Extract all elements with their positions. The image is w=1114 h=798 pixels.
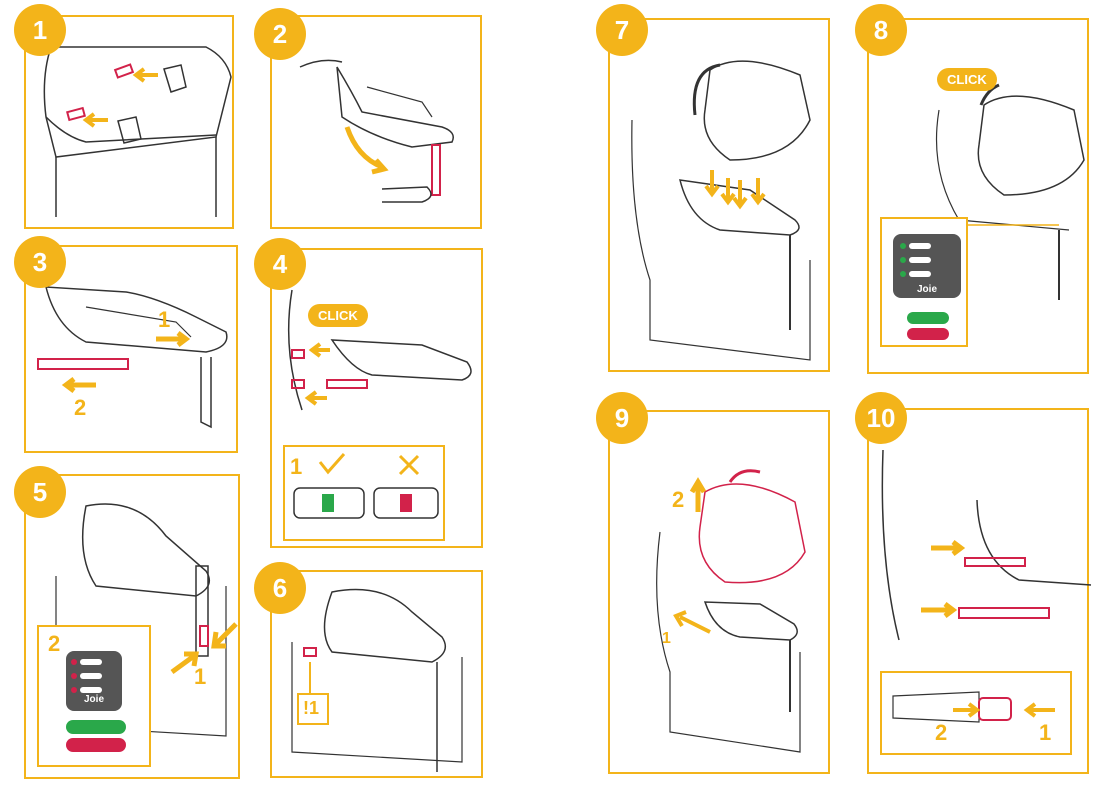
illustration-adjust-support-leg	[37, 503, 238, 767]
step-label-one: 1	[194, 664, 207, 689]
panel-step-4: CLICK 1	[270, 248, 483, 548]
illustration-carrier-locked	[880, 83, 1085, 347]
step-number-badge: 2	[254, 8, 306, 60]
warning-label: !1	[303, 698, 320, 718]
illustration-seat-isofix-guides	[43, 46, 232, 217]
step-label-two: 2	[74, 395, 87, 420]
step-number-badge: 1	[14, 4, 66, 56]
panel-step-2	[270, 15, 482, 229]
step-number: 3	[32, 246, 48, 277]
step-number-badge: 5	[14, 466, 66, 518]
detail-label-two: 2	[48, 631, 61, 656]
step-number: 6	[272, 572, 288, 603]
step-number: 5	[32, 476, 48, 507]
panel-step-3: 1 2	[24, 245, 238, 453]
step-number-badge: 9	[596, 392, 648, 444]
illustration-release-isofix-connectors	[37, 286, 228, 429]
step-number: 4	[272, 248, 288, 279]
brand-logo: Joie	[917, 284, 938, 295]
step-label-one: 1	[158, 307, 171, 332]
illustration-extend-support-leg	[299, 59, 454, 203]
panel-step-6: !1	[270, 570, 483, 778]
step-number-badge: 3	[14, 236, 66, 288]
step-number: 2	[272, 18, 288, 49]
detail-label-two: 2	[935, 720, 948, 745]
detail-label-one: 1	[1039, 720, 1052, 745]
panel-step-8: CLICK Joie	[867, 18, 1089, 374]
step-number-badge: 7	[596, 4, 648, 56]
step-number-badge: 6	[254, 562, 306, 614]
step-number: 1	[32, 14, 48, 45]
illustration-verify-installation	[291, 588, 463, 772]
panel-step-1	[24, 15, 234, 229]
step-number: 7	[614, 14, 630, 45]
illustration-detach-base	[880, 449, 1092, 755]
step-number: 9	[614, 402, 630, 433]
panel-step-9: 2 1	[608, 410, 830, 774]
panel-step-5: 2 1 Joie	[24, 474, 240, 779]
brand-logo: Joie	[84, 694, 105, 705]
panel-step-10: 2 1	[867, 408, 1092, 774]
panel-step-7	[608, 18, 830, 372]
step-number-badge: 4	[254, 238, 306, 290]
step-number-badge: 8	[855, 4, 907, 56]
step-number: 8	[873, 14, 889, 45]
step-number: 10	[866, 402, 896, 433]
click-callout: CLICK	[308, 304, 368, 327]
illustration-remove-carrier	[656, 469, 806, 753]
illustration-attach-connectors	[283, 289, 472, 541]
check-label-one: 1	[290, 454, 303, 479]
step-number-badge: 10	[855, 392, 907, 444]
step-label-one: 1	[662, 630, 671, 647]
illustration-place-carrier-on-base	[631, 60, 811, 361]
click-callout: CLICK	[937, 68, 997, 91]
step-label-two: 2	[672, 487, 685, 512]
